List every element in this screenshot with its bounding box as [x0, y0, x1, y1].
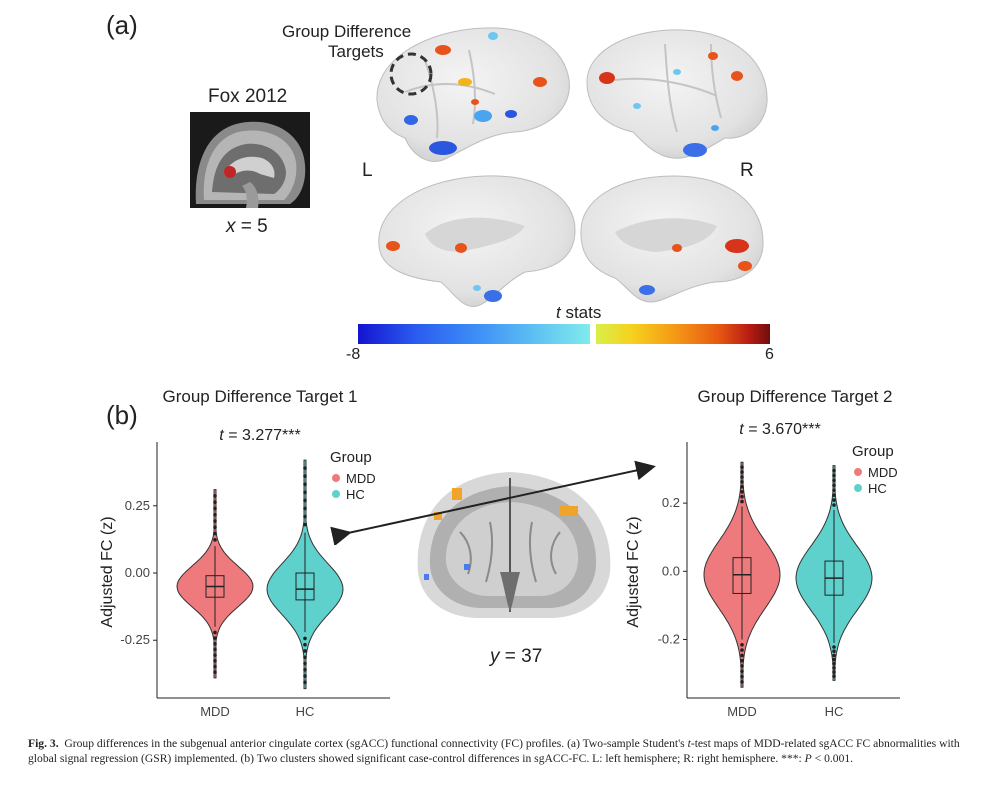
chart2-legend-hc-swatch — [854, 484, 862, 492]
box-hc — [295, 572, 315, 601]
fox-x-coordinate: x = 5 — [226, 216, 268, 238]
box-mdd — [732, 557, 752, 594]
figure-caption: Fig. 3. Group differences in the subgenu… — [28, 736, 978, 766]
caption-t: t — [687, 737, 691, 750]
target-circle — [389, 52, 433, 96]
chart1-subtitle: t = 3.277*** — [219, 427, 300, 444]
chart2-legend-title: Group — [852, 443, 894, 460]
hemisphere-left-label: L — [362, 160, 373, 181]
outlier-points-mdd — [213, 494, 217, 674]
colorbar-positive — [596, 324, 770, 344]
right-lateral-hemisphere — [586, 29, 768, 159]
y-symbol: y — [490, 646, 500, 667]
double-arrow — [330, 460, 656, 545]
ytick-label: 0.2 — [662, 495, 680, 510]
chart2-legend-hc: HC — [868, 481, 887, 496]
left-medial-hemisphere — [378, 175, 576, 308]
ytick-label: 0.00 — [125, 565, 150, 580]
outlier-points-mdd — [740, 465, 744, 684]
outlier-points-hc — [832, 468, 836, 679]
right-medial-hemisphere — [580, 175, 764, 303]
chart2-title: Group Difference Target 2 — [698, 387, 893, 406]
fox-title: Fox 2012 — [208, 86, 288, 107]
colorbar-title-rest: stats — [560, 303, 602, 322]
mri-sagittal-image — [190, 112, 310, 208]
colorbar-min-label: -8 — [346, 346, 361, 363]
targets-label-line1: Group Difference — [282, 22, 412, 41]
y-value: = 37 — [499, 646, 543, 667]
chart2-legend-mdd: MDD — [868, 465, 898, 480]
chart2-yticks: 0.2 0.0 -0.2 — [658, 495, 687, 646]
ytick-label: -0.25 — [120, 632, 150, 647]
outlier-points-hc — [303, 466, 307, 685]
violin-chart-target-2: Group Difference Target 2 t = 3.670*** A… — [625, 387, 900, 719]
chart1-title: Group Difference Target 1 — [163, 387, 358, 406]
chart2-subtitle: t = 3.670*** — [739, 421, 820, 438]
chart1-ylabel: Adjusted FC (z) — [99, 516, 116, 627]
caption-text-1: Group differences in the subgenual anter… — [64, 737, 688, 750]
colorbar-max-label: 6 — [765, 346, 774, 363]
colorbar — [358, 324, 770, 344]
caption-text-3: < 0.001. — [811, 752, 854, 765]
violin-chart-target-1: Group Difference Target 1 t = 3.277*** A… — [99, 387, 390, 719]
chart2-legend-mdd-swatch — [854, 468, 862, 476]
coronal-y-coordinate: y = 37 — [490, 646, 542, 668]
targets-label-line2: Targets — [328, 42, 384, 61]
caption-label: Fig. 3. — [28, 737, 59, 750]
left-lateral-hemisphere — [376, 27, 570, 162]
ytick-label: 0.25 — [125, 498, 150, 513]
chart1-yticks: 0.25 0.00 -0.25 — [120, 498, 157, 647]
brain-surface-maps — [376, 27, 768, 308]
chart1-xtick-mdd: MDD — [200, 704, 230, 719]
x-symbol: x — [226, 216, 236, 237]
panel-b-letter: (b) — [106, 400, 138, 430]
hemisphere-right-label: R — [740, 160, 754, 181]
colorbar-title-t: t — [556, 303, 561, 322]
x-value: = 5 — [235, 216, 268, 237]
caption-text-2: -test maps of MDD-related sgACC FC abnor… — [28, 737, 960, 765]
chart2-xtick-hc: HC — [825, 704, 844, 719]
colorbar-title: t stats — [556, 303, 601, 323]
ytick-label: -0.2 — [658, 631, 680, 646]
ytick-label: 0.0 — [662, 563, 680, 578]
panel-a-letter: (a) — [106, 10, 138, 40]
caption-p: P — [804, 752, 812, 765]
colorbar-negative — [358, 324, 590, 344]
chart1-violins — [176, 459, 344, 690]
chart2-xtick-mdd: MDD — [727, 704, 757, 719]
chart1-xtick-hc: HC — [296, 704, 315, 719]
chart2-violins — [703, 461, 873, 688]
